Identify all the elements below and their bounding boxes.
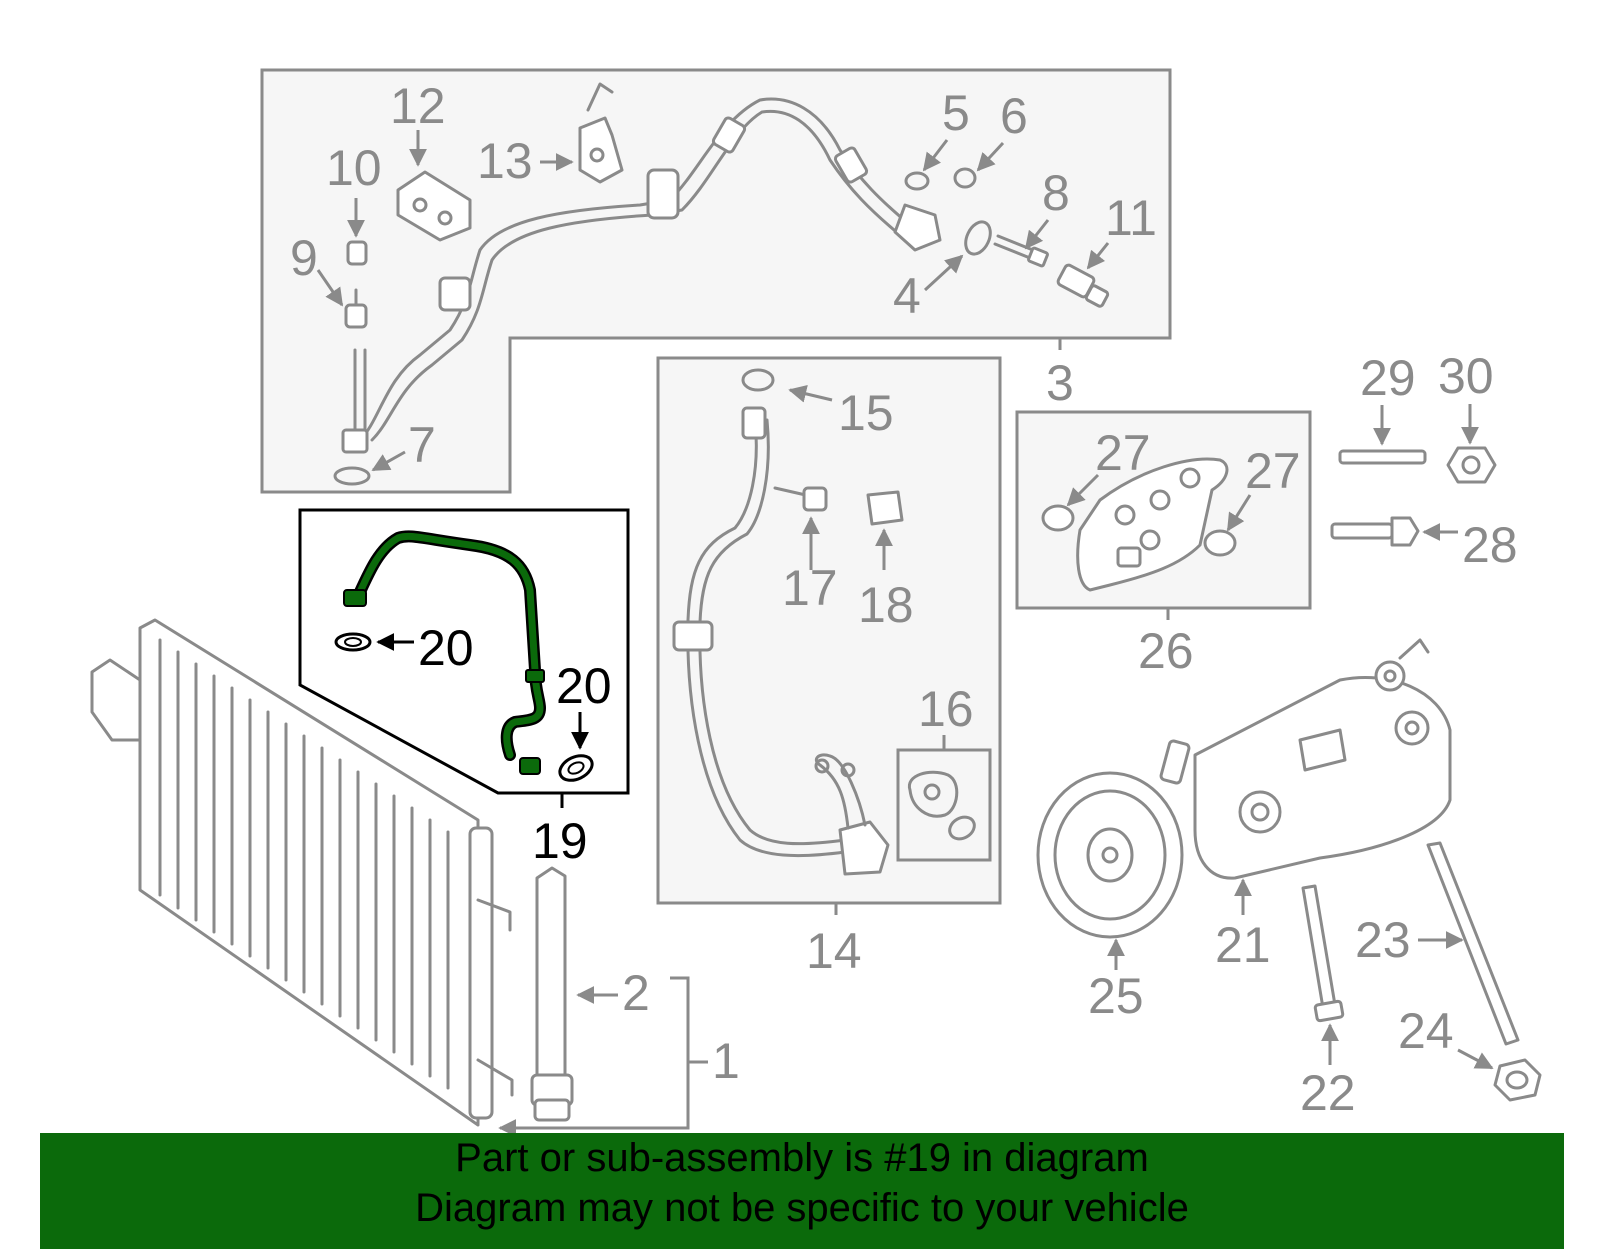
sensor-11-part — [1056, 263, 1110, 308]
gasket-16-part — [907, 770, 976, 841]
manifold-plate-part — [1076, 457, 1229, 592]
discharge-hose-part — [672, 406, 890, 876]
callout-29: 29 — [1360, 350, 1416, 406]
callout-2: 2 — [622, 965, 650, 1021]
banner-line-2: Diagram may not be specific to your vehi… — [415, 1186, 1189, 1230]
callout-16: 16 — [918, 681, 974, 737]
bracket-13-part — [578, 82, 624, 184]
valve-8-part — [993, 234, 1049, 268]
info-banner: Part or sub-assembly is #19 in diagram D… — [40, 1133, 1564, 1249]
gasket-kit-16-box — [896, 748, 992, 862]
o-ring-parts-group3 — [333, 167, 992, 486]
callout-12: 12 — [390, 78, 446, 134]
callout-11: 11 — [1105, 190, 1157, 246]
valve-17-part — [773, 486, 828, 512]
bushing-27-parts — [1041, 504, 1237, 557]
stud-29-part — [1338, 449, 1427, 465]
clutch-25-part — [1036, 739, 1191, 939]
bolt-22-part — [1301, 884, 1345, 1023]
callout-27b: 27 — [1245, 443, 1301, 499]
callout-13: 13 — [477, 133, 533, 189]
callout-8: 8 — [1042, 165, 1070, 221]
valve-core-parts — [344, 240, 368, 329]
callout-24: 24 — [1398, 1003, 1454, 1059]
callout-21: 21 — [1215, 917, 1271, 973]
callout-19: 19 — [532, 813, 588, 869]
callout-5: 5 — [942, 85, 970, 141]
o-ring-15-part — [741, 368, 775, 392]
callout-27a: 27 — [1095, 425, 1151, 481]
callout-15: 15 — [838, 385, 894, 441]
callout-18: 18 — [858, 577, 914, 633]
bolt-23-part — [1426, 841, 1520, 1046]
callout-3: 3 — [1046, 355, 1074, 411]
callout-20a: 20 — [418, 620, 474, 676]
nut-24-part — [1493, 1058, 1542, 1102]
callout-26: 26 — [1138, 623, 1194, 679]
callout-9: 9 — [290, 230, 318, 286]
callout-7: 7 — [408, 417, 436, 473]
bolt-28-part — [1330, 516, 1420, 547]
callout-4: 4 — [893, 268, 921, 324]
callout-28: 28 — [1462, 517, 1518, 573]
condenser-1-part — [90, 618, 514, 1127]
nut-30-part — [1446, 446, 1497, 484]
callout-1: 1 — [712, 1033, 740, 1089]
callout-25: 25 — [1088, 968, 1144, 1024]
banner-line-1: Part or sub-assembly is #19 in diagram — [455, 1136, 1149, 1180]
drier-2-part — [530, 866, 574, 1122]
callout-30: 30 — [1438, 348, 1494, 404]
compressor-21-part — [1193, 638, 1452, 880]
callout-14: 14 — [806, 923, 862, 979]
group-3-box — [260, 68, 1172, 494]
callout-20b: 20 — [556, 658, 612, 714]
callout-22: 22 — [1300, 1065, 1356, 1121]
hose-19-part — [343, 530, 546, 775]
callout-6: 6 — [1000, 88, 1028, 144]
callout-23: 23 — [1355, 912, 1411, 968]
suction-line-part — [341, 97, 942, 454]
callout-10: 10 — [326, 140, 382, 196]
bracket-12-part — [396, 170, 472, 242]
cap-18-part — [866, 490, 904, 526]
o-ring-20-parts — [334, 632, 594, 782]
